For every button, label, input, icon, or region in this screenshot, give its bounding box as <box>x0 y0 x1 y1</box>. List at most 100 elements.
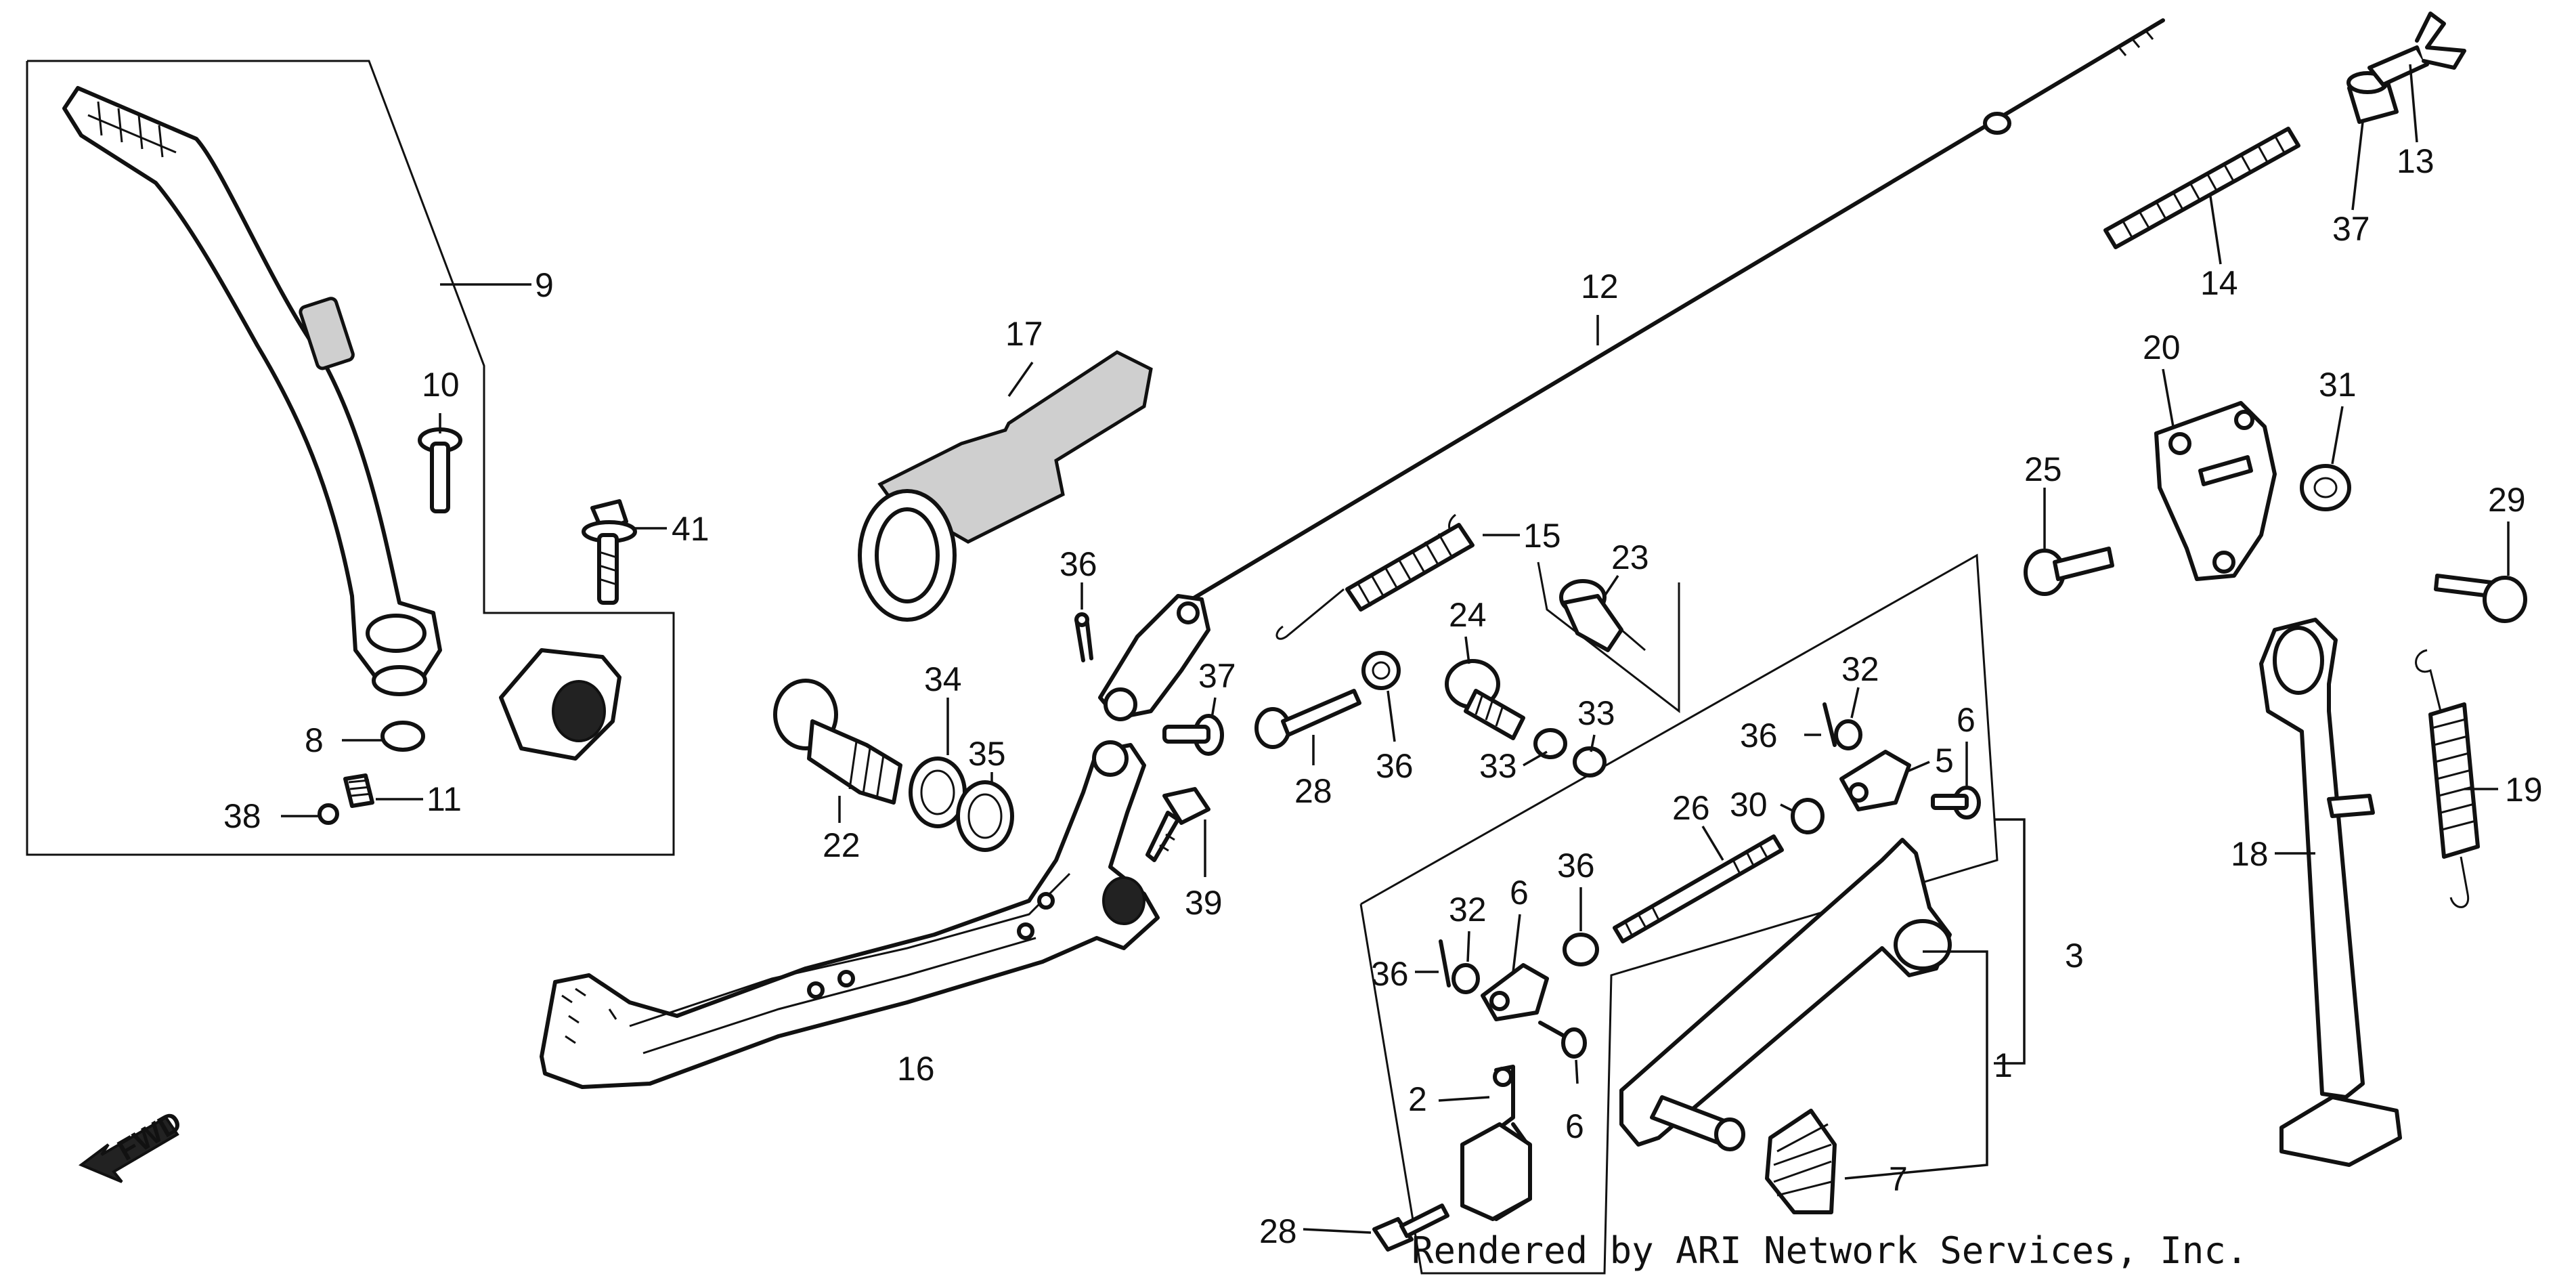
callout-40: 39 <box>1185 884 1223 922</box>
callout-1: 1 <box>1994 1046 2013 1084</box>
callout-32-b: 35 <box>968 735 1006 773</box>
callout-36-mid: 36 <box>1740 717 1778 754</box>
part-31-washer-upper <box>1834 719 1862 750</box>
part-36-cotter-pin-upper <box>1074 612 1093 662</box>
callout-33-b: 33 <box>1577 694 1615 732</box>
part-25-bolt <box>2024 547 2114 596</box>
callout-16: 16 <box>897 1050 935 1088</box>
callout-5: 6 <box>1510 874 1529 912</box>
part-29-nut <box>1791 798 1825 834</box>
part-22-pivot-shaft <box>773 679 902 805</box>
group-outline-kick-pedal <box>26 60 675 856</box>
callout-2: 2 <box>1408 1080 1427 1118</box>
part-21-rod <box>1613 834 1784 943</box>
callout-11: 11 <box>427 780 462 818</box>
callout-37: 37 <box>2332 210 2370 248</box>
group-outline-23 <box>1537 561 1680 714</box>
part-33-washer-b <box>1573 746 1607 778</box>
part-16-brake-pedal <box>540 740 1160 1089</box>
callout-32-a: 34 <box>924 660 962 698</box>
callout-39: 38 <box>223 797 261 835</box>
part-38-bolt <box>1162 714 1224 756</box>
part-13-pin <box>2367 12 2466 87</box>
part-18-side-stand <box>2259 618 2402 1167</box>
callout-28: 28 <box>1294 772 1332 810</box>
part-40-bolt <box>1145 787 1210 862</box>
callout-36-upper: 36 <box>1060 545 1097 583</box>
part-brake-rod-arm <box>1098 594 1210 721</box>
callout-labels: 9 10 41 8 11 38 17 12 15 36 22 34 35 37 … <box>223 142 2543 1250</box>
callout-26: 28 <box>1259 1212 1297 1250</box>
part-1-lever-arm <box>1619 838 1952 1151</box>
part-36-cotter-pin-mid <box>1822 702 1837 747</box>
callout-14: 14 <box>2200 264 2238 302</box>
part-kick-pedal-boss <box>499 648 621 761</box>
part-12-brake-rod <box>1189 18 2165 601</box>
callout-9: 9 <box>535 266 554 304</box>
part-19-spring <box>2415 649 2480 908</box>
part-11-spring <box>343 773 374 808</box>
callout-27: 29 <box>2488 481 2526 519</box>
part-34-nut <box>1361 651 1401 690</box>
part-33-washer-a <box>1533 728 1567 759</box>
callout-6-upper: 6 <box>1957 701 1975 739</box>
part-8-ball <box>380 721 425 752</box>
callout-3: 3 <box>2065 937 2084 975</box>
part-17-bracket <box>858 350 1153 622</box>
group-outline-brake-assembly <box>1359 553 1999 1275</box>
callout-31-lower: 32 <box>1449 891 1487 929</box>
part-36-cotter-pin-lower <box>1439 939 1451 987</box>
callout-22: 22 <box>823 826 860 864</box>
callout-13: 13 <box>2397 142 2435 180</box>
callout-21: 26 <box>1672 789 1710 827</box>
part-6-pin-lower <box>1538 1021 1587 1059</box>
part-7-pedal-rubber <box>1765 1109 1837 1214</box>
fwd-label: FWD <box>112 1105 188 1168</box>
callout-4: 5 <box>1935 742 1954 780</box>
callout-34: 36 <box>1376 747 1414 785</box>
callout-18: 18 <box>2231 835 2269 873</box>
callout-10: 10 <box>422 366 460 404</box>
part-30-nut <box>2300 464 2351 511</box>
part-26-bolt <box>1372 1204 1449 1252</box>
callout-25: 25 <box>2024 450 2062 488</box>
callout-20: 20 <box>2143 328 2181 366</box>
credit-text: Rendered by ARI Network Services, Inc. <box>1412 1229 2248 1272</box>
callout-38: 37 <box>1198 657 1236 695</box>
part-27-bolt <box>2434 574 2527 623</box>
callout-23: 23 <box>1611 538 1649 576</box>
callout-19: 19 <box>2505 771 2543 809</box>
callout-8: 8 <box>305 721 324 759</box>
part-28-bolt <box>1254 689 1361 749</box>
callout-15: 15 <box>1523 517 1561 555</box>
callout-36-lower: 36 <box>1371 955 1409 993</box>
callout-33-a: 33 <box>1479 747 1517 785</box>
callout-41: 41 <box>672 510 710 548</box>
callout-24: 24 <box>1449 596 1487 634</box>
part-35-nut <box>1563 933 1599 966</box>
part-kick-pedal-lever <box>62 86 442 696</box>
callout-12: 12 <box>1581 268 1619 305</box>
callout-6-lower: 6 <box>1565 1107 1584 1145</box>
part-6-pin-upper <box>1931 786 1981 819</box>
part-32-washer-b <box>956 780 1014 852</box>
part-39-ball <box>318 803 339 825</box>
fwd-direction-arrow: FWD <box>79 1105 188 1183</box>
part-4-clevis <box>1839 750 1911 811</box>
callout-31-upper: 32 <box>1841 650 1879 688</box>
callout-17: 17 <box>1005 315 1043 353</box>
part-5-clevis <box>1481 963 1549 1021</box>
part-2-joint <box>1460 1065 1532 1221</box>
callout-29: 30 <box>1730 786 1768 824</box>
part-23-adjuster <box>1559 579 1646 652</box>
leader-lines <box>281 64 2510 1234</box>
part-15-spring <box>1275 513 1475 640</box>
part-10-bolt <box>418 427 462 513</box>
part-24-bolt <box>1445 659 1525 740</box>
part-20-plate <box>2154 401 2277 581</box>
part-14-spring <box>2103 127 2300 249</box>
callout-35: 36 <box>1557 847 1595 885</box>
part-41-flange-bolt <box>582 499 637 605</box>
part-31-washer-lower <box>1451 963 1480 994</box>
